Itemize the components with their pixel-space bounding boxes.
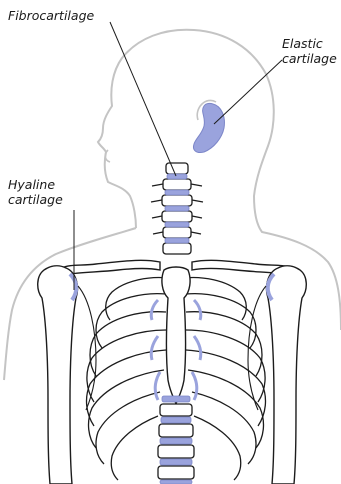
elastic-label-line-2: cartilage [282, 51, 337, 66]
hyaline-label-line-1: Hyaline [8, 177, 63, 192]
fibrocartilage-leader [110, 22, 176, 176]
hyaline-cartilage-label: Hyaline cartilage [8, 177, 63, 207]
elastic-label-line-1: Elastic [282, 36, 337, 51]
fibrocartilage-label: Fibrocartilage [8, 8, 94, 23]
nose-outline [105, 150, 110, 162]
elastic-cartilage-label: Elastic cartilage [282, 36, 337, 66]
left-clavicle [60, 260, 160, 274]
hyaline-label-line-2: cartilage [8, 192, 63, 207]
sternum [162, 267, 190, 404]
